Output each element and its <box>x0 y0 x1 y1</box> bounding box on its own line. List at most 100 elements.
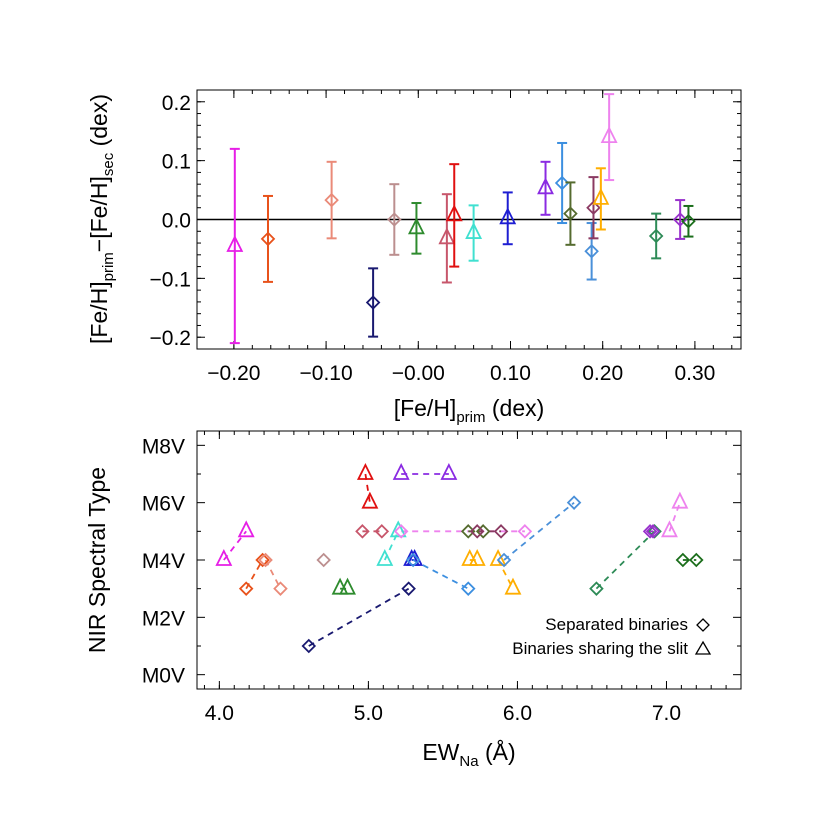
data-point-triangle <box>445 204 463 222</box>
legend-triangle-marker <box>694 640 712 655</box>
top-x-tick-label: 0.20 <box>582 362 623 385</box>
data-point-diamond <box>563 206 578 221</box>
data-point-diamond <box>355 524 370 539</box>
data-point-diamond <box>689 552 704 568</box>
legend-diamond-marker <box>696 618 710 632</box>
bottom-x-tick-label: 4.0 <box>205 702 234 725</box>
top-y-tick-label: −0.1 <box>150 268 191 291</box>
data-point-diamond <box>258 552 273 568</box>
data-point-triangle <box>440 462 458 480</box>
top-data-points <box>226 93 696 345</box>
data-point-triangle <box>537 177 554 195</box>
data-point-diamond <box>393 524 409 539</box>
data-point-triangle <box>356 462 374 480</box>
top-x-tick-label: 0.10 <box>490 362 531 385</box>
top-axis-ticks: −0.20 −0.10 −0.00 0.10 0.20 0.30 −0.2 −0.1 0.0 0.… <box>150 89 741 385</box>
data-point-triangle <box>504 577 522 595</box>
data-point-diamond <box>645 524 661 539</box>
bottom-y-axis-title: NIR Spectral Type <box>84 467 110 653</box>
data-point-diamond <box>316 552 331 568</box>
data-point-diamond <box>365 295 381 310</box>
data-point-diamond <box>387 212 402 227</box>
top-y-axis-part-2: −[Fe/H] <box>86 176 112 252</box>
data-point-diamond <box>301 638 317 654</box>
data-point-triangle <box>489 548 507 566</box>
bottom-x-axis-subscript: Na <box>459 753 479 770</box>
data-point-triangle <box>392 462 410 480</box>
legend: Separated binaries Binaries sharing the … <box>512 615 712 658</box>
top-x-axis-subscript: prim <box>456 409 485 426</box>
bottom-y-tick-label: M8V <box>142 435 185 458</box>
top-y-axis-sub-2: sec <box>100 152 117 176</box>
data-point-diamond <box>589 581 604 596</box>
data-point-diamond <box>405 552 421 568</box>
bottom-axis-ticks: 4.0 5.0 6.0 7.0 M0V M2V M4V M6V M8V <box>142 431 742 725</box>
data-point-diamond <box>460 581 476 596</box>
bottom-y-tick-label: M2V <box>142 607 185 630</box>
data-point-diamond <box>260 231 276 247</box>
data-point-triangle <box>389 520 407 538</box>
top-y-tick-label: 0.2 <box>162 92 191 115</box>
pair-connector-line <box>245 559 264 590</box>
data-point-triangle <box>499 207 517 225</box>
data-point-triangle <box>215 548 233 566</box>
data-point-diamond <box>255 552 270 568</box>
data-point-diamond <box>648 228 664 244</box>
top-x-axis-label: [Fe/H] <box>394 395 457 421</box>
data-point-diamond <box>475 524 491 539</box>
data-point-triangle <box>407 217 425 235</box>
bottom-y-tick-label: M0V <box>142 665 185 688</box>
data-point-diamond <box>496 552 512 568</box>
top-x-axis-unit: (dex) <box>486 395 545 421</box>
data-point-diamond <box>675 552 691 568</box>
bottom-y-tick-label: M4V <box>142 550 185 573</box>
data-point-diamond <box>517 524 533 539</box>
data-point-triangle <box>226 234 244 252</box>
data-point-triangle <box>376 548 394 566</box>
pair-connector-line <box>503 501 575 561</box>
bottom-x-tick-label: 5.0 <box>354 702 383 725</box>
data-point-triangle <box>671 491 689 509</box>
top-y-axis-part-1: [Fe/H] <box>86 281 112 344</box>
top-x-tick-label: −0.00 <box>392 362 445 385</box>
bottom-x-axis-title: EWNa (Å) <box>422 738 515 770</box>
data-point-triangle <box>438 227 456 245</box>
data-point-diamond <box>681 213 696 229</box>
top-y-tick-label: 0.1 <box>162 151 191 174</box>
top-x-tick-label: −0.10 <box>300 362 353 385</box>
data-point-diamond <box>566 495 582 510</box>
data-point-diamond <box>238 581 254 596</box>
top-y-tick-label: 0.0 <box>162 210 191 233</box>
data-point-triangle <box>237 520 255 538</box>
top-x-tick-label: 0.30 <box>674 362 715 385</box>
legend-label-separated: Separated binaries <box>545 615 688 634</box>
data-point-diamond <box>324 192 339 208</box>
data-point-diamond <box>642 524 658 539</box>
top-x-axis-title: [Fe/H]prim (dex) <box>394 395 545 426</box>
data-point-triangle <box>600 126 618 143</box>
data-point-diamond <box>493 524 509 539</box>
top-y-axis-part-3: (dex) <box>86 94 112 153</box>
data-point-triangle <box>339 577 356 595</box>
top-panel: −0.20 −0.10 −0.00 0.10 0.20 0.30 −0.2 −0.1 0.0 0.… <box>86 89 742 426</box>
bottom-x-axis-unit: (Å) <box>479 738 516 765</box>
top-y-axis-sub-1: prim <box>100 252 117 281</box>
bottom-y-tick-label: M6V <box>142 493 185 516</box>
legend-label-sharing-slit: Binaries sharing the slit <box>512 639 688 658</box>
bottom-x-tick-label: 7.0 <box>652 702 681 725</box>
bottom-panel: 4.0 5.0 6.0 7.0 M0V M2V M4V M6V M8V EWNa (Å) NIR… <box>84 430 742 770</box>
top-x-tick-label: −0.20 <box>207 362 260 385</box>
bottom-x-axis-label: EW <box>422 739 459 765</box>
data-point-diamond <box>586 200 601 215</box>
data-point-diamond <box>374 524 390 539</box>
top-y-axis-title: [Fe/H]prim−[Fe/H]sec (dex) <box>86 94 117 344</box>
data-point-diamond <box>401 581 416 596</box>
bottom-x-tick-label: 6.0 <box>503 702 532 725</box>
data-point-diamond <box>672 212 688 227</box>
data-point-diamond <box>584 244 599 259</box>
top-y-tick-label: −0.2 <box>150 327 191 350</box>
data-point-triangle <box>361 491 379 509</box>
pair-connector-line <box>308 587 410 647</box>
data-point-diamond <box>647 524 662 539</box>
